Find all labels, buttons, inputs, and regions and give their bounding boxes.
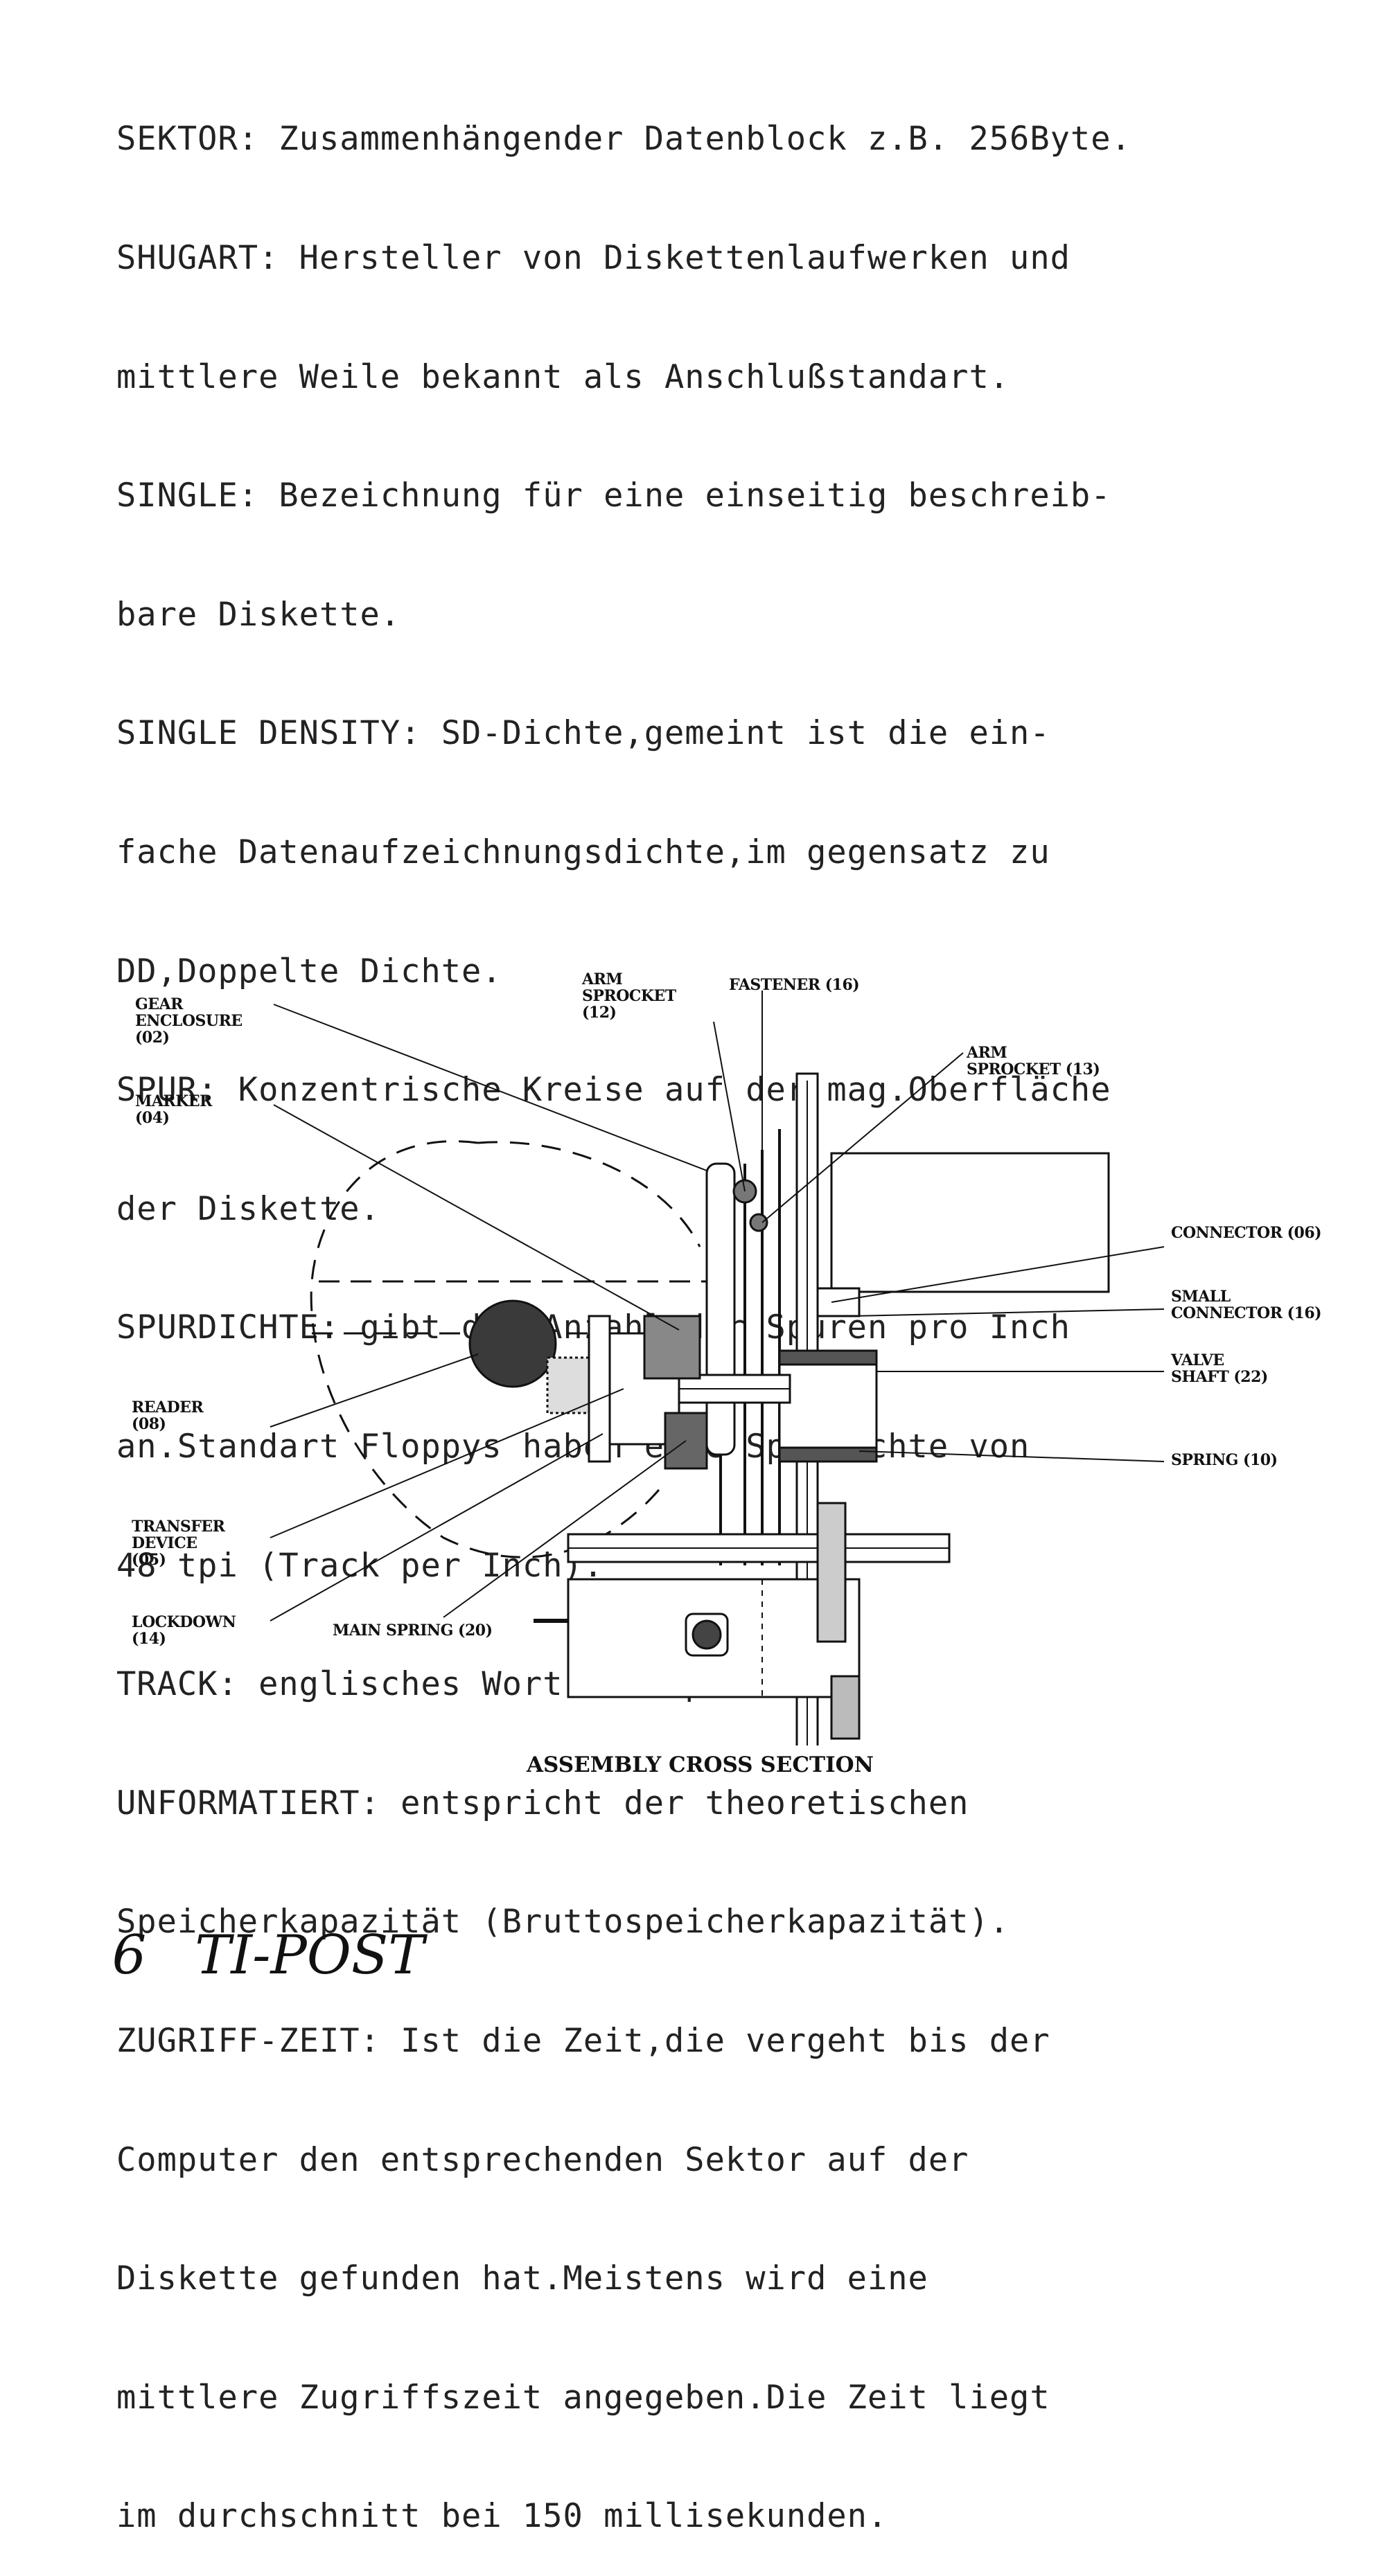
housing-box xyxy=(830,1152,1110,1293)
glossary-line: bare Diskette. xyxy=(116,595,401,634)
glossary-line: im durchschnitt bei 150 millisekunden. xyxy=(116,2497,888,2536)
assembly-diagram: GEAR ENCLOSURE (02) MARKER (04) READER (… xyxy=(0,956,1383,1829)
glossary-line: DD,Doppelte Dichte. xyxy=(116,952,502,991)
reader-gear-stack xyxy=(546,1356,590,1414)
label-valve-shaft: VALVE SHAFT (22) xyxy=(1171,1351,1268,1386)
glossary-line: mittlere Weile bekannt als Anschlußstand… xyxy=(116,357,1010,396)
glossary-line: der Diskette. xyxy=(116,1189,380,1228)
leader-spring xyxy=(858,1450,1165,1462)
dashed-circle-top xyxy=(477,1141,701,1247)
leader-gear-enclosure xyxy=(273,1004,707,1171)
leader-transfer xyxy=(270,1388,624,1538)
leader-main-spring xyxy=(443,1440,687,1618)
publication-name: TI-POST xyxy=(195,1924,425,1987)
glossary-line: SINGLE: Bezeichnung für eine einseitig b… xyxy=(116,477,1111,515)
sprocket-large xyxy=(705,1162,736,1456)
label-spring: SPRING (10) xyxy=(1171,1451,1278,1469)
label-gear-enclosure: GEAR ENCLOSURE (02) xyxy=(135,995,243,1047)
leader-connector xyxy=(831,1246,1165,1303)
assembly-cross-section-drawing xyxy=(270,991,1165,1746)
glossary-line: SHUGART: Hersteller von Diskettenlaufwer… xyxy=(116,239,1071,277)
dashed-circle xyxy=(310,1140,667,1558)
leader-arm-sprocket-12 xyxy=(713,1021,746,1192)
leader-marker xyxy=(273,1104,680,1331)
reader-sphere xyxy=(468,1299,557,1388)
glossary-line: UNFORMATIERT: entspricht der theoretisch… xyxy=(116,1784,969,1822)
page-number: 6 xyxy=(112,1924,147,1987)
glossary-line: Computer den entsprechenden Sektor auf d… xyxy=(116,2140,969,2179)
label-connector: CONNECTOR (06) xyxy=(1171,1224,1322,1242)
label-transfer-device: TRANSFER DEVICE (05) xyxy=(132,1518,225,1569)
label-reader: READER (08) xyxy=(132,1398,204,1433)
glossary-line: mittlere Zugriffszeit angegeben.Die Zeit… xyxy=(116,2378,1050,2417)
leader-lockdown xyxy=(270,1433,604,1622)
glossary-line: SINGLE DENSITY: SD-Dichte,gemeint ist di… xyxy=(116,714,1050,753)
leader-reader xyxy=(270,1353,479,1428)
label-lockdown: LOCKDOWN (14) xyxy=(132,1613,236,1648)
leader-small-connector xyxy=(852,1308,1165,1317)
page-footer: 6 TI-POST xyxy=(78,1862,425,1987)
glossary-line: fache Datenaufzeichnungsdichte,im gegens… xyxy=(116,833,1050,871)
label-arm-sprocket-12: ARM SPROCKET (12) xyxy=(582,970,676,1022)
label-main-spring: MAIN SPRING (20) xyxy=(333,1622,493,1640)
leader-arm-sprocket-13 xyxy=(761,1052,964,1223)
label-arm-sprocket-13: ARM SPROCKET (13) xyxy=(967,1044,1100,1078)
glossary-line: SEKTOR: Zusammenhängender Datenblock z.B… xyxy=(116,120,1131,159)
diagram-caption: ASSEMBLY CROSS SECTION xyxy=(527,1752,874,1777)
label-fastener: FASTENER (16) xyxy=(729,976,860,994)
valve-block xyxy=(778,1349,878,1463)
label-marker: MARKER (04) xyxy=(135,1092,212,1127)
glossary-line: 48 tpi (Track per Inch). xyxy=(116,1546,604,1585)
glossary-line: ZUGRIFF-ZEIT: Ist die Zeit,die vergeht b… xyxy=(116,2021,1050,2060)
label-small-connector: SMALL CONNECTOR (16) xyxy=(1171,1288,1322,1322)
glossary-line: Speicherkapazität (Bruttospeicherkapazit… xyxy=(116,1903,1010,1942)
glossary-line: Diskette gefunden hat.Meistens wird eine xyxy=(116,2259,928,2298)
